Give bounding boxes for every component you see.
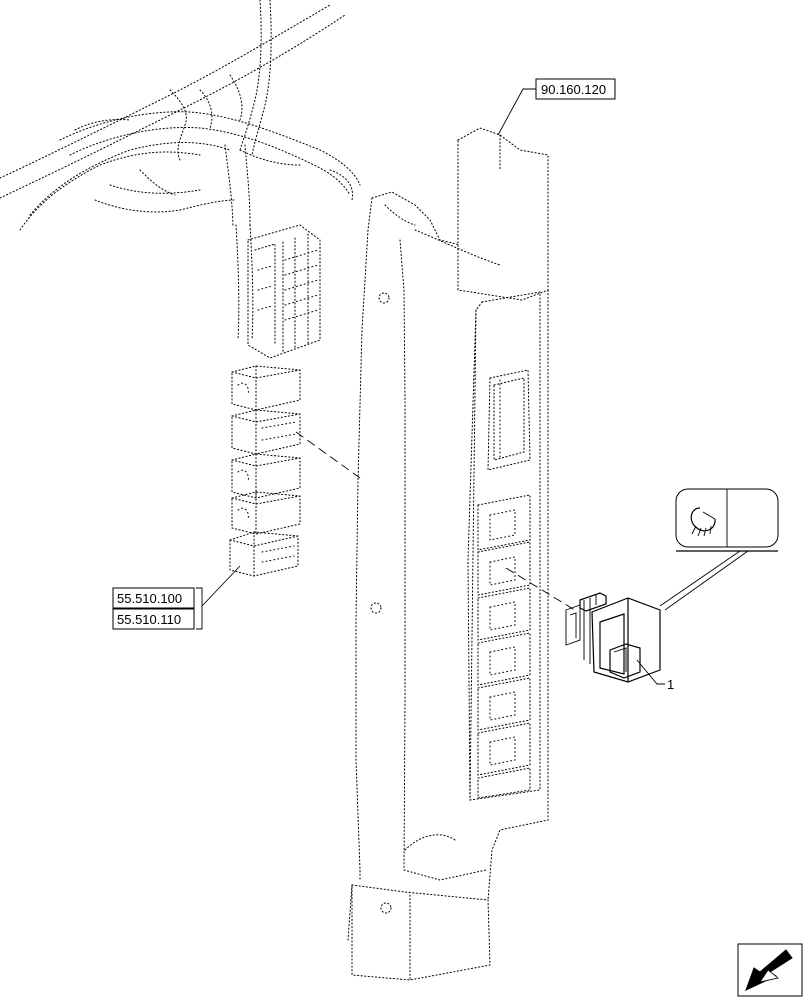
connector-leader-line bbox=[295, 431, 361, 479]
wiring-harness bbox=[0, 0, 361, 341]
navigation-arrow-icon[interactable] bbox=[737, 943, 803, 997]
ref-90-160-120: 90.160.120 bbox=[497, 78, 616, 136]
rocker-switch bbox=[565, 592, 661, 683]
ref-55-510-110: 55.510.110 bbox=[112, 608, 195, 630]
connector-block-upper bbox=[247, 224, 321, 359]
connector-1 bbox=[231, 365, 301, 411]
callout-leader-1 bbox=[636, 659, 665, 685]
switch-slots bbox=[477, 494, 531, 799]
connector-stack bbox=[229, 365, 301, 577]
symbol-detail bbox=[659, 488, 779, 611]
callout-number-1: 1 bbox=[667, 677, 674, 692]
connector-2 bbox=[231, 409, 301, 455]
ref-55-510-100: 55.510.100 bbox=[112, 587, 195, 609]
switch-leader-line bbox=[505, 567, 579, 613]
connector-4 bbox=[231, 491, 301, 535]
ref-label-harness-a: 55.510.100 bbox=[117, 591, 182, 606]
work-light-icon bbox=[690, 507, 716, 537]
connector-3 bbox=[231, 453, 301, 499]
ref-label-upper: 90.160.120 bbox=[541, 82, 606, 97]
connector-5 bbox=[229, 531, 299, 577]
ref-bracket bbox=[196, 565, 241, 630]
ref-label-harness-b: 55.510.110 bbox=[117, 612, 181, 627]
pillar-trim-panel bbox=[347, 127, 549, 981]
